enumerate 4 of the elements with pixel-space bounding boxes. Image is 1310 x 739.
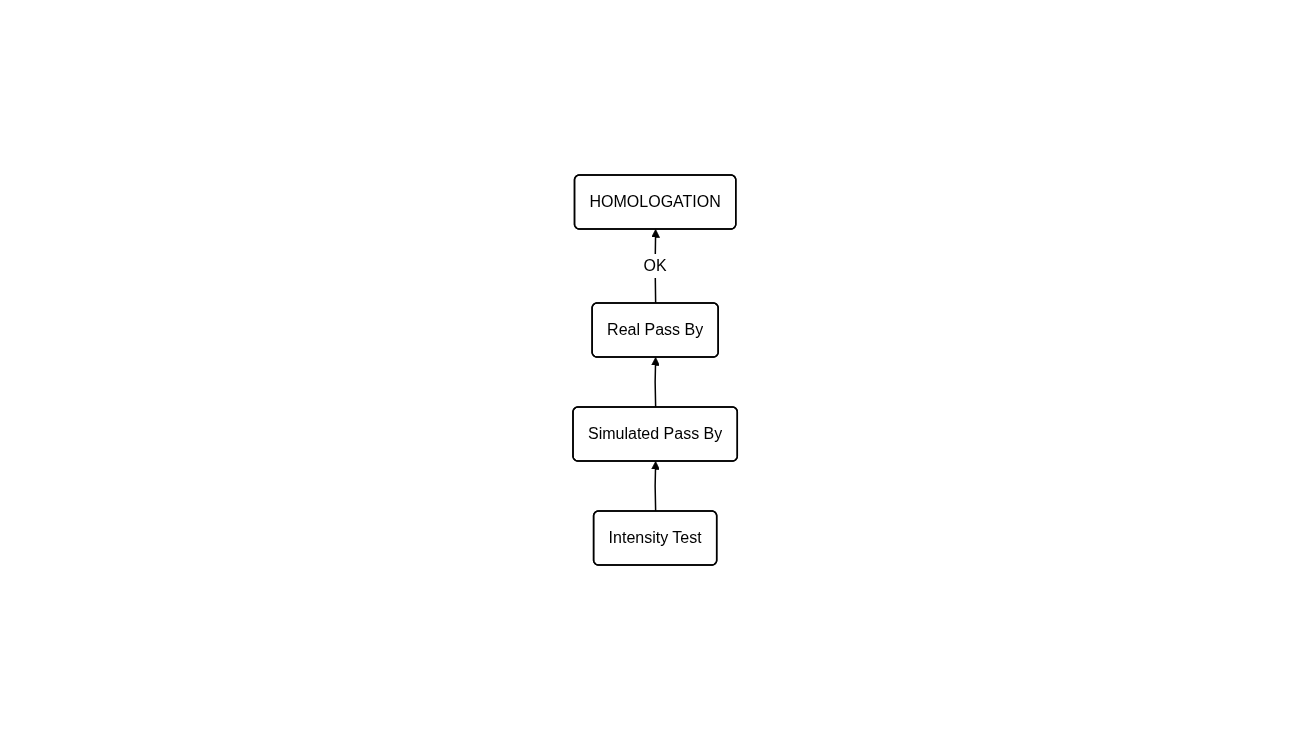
arrow [650,460,660,512]
arrow [650,356,660,408]
edge-label: OK [643,256,667,274]
arrow [651,228,660,304]
